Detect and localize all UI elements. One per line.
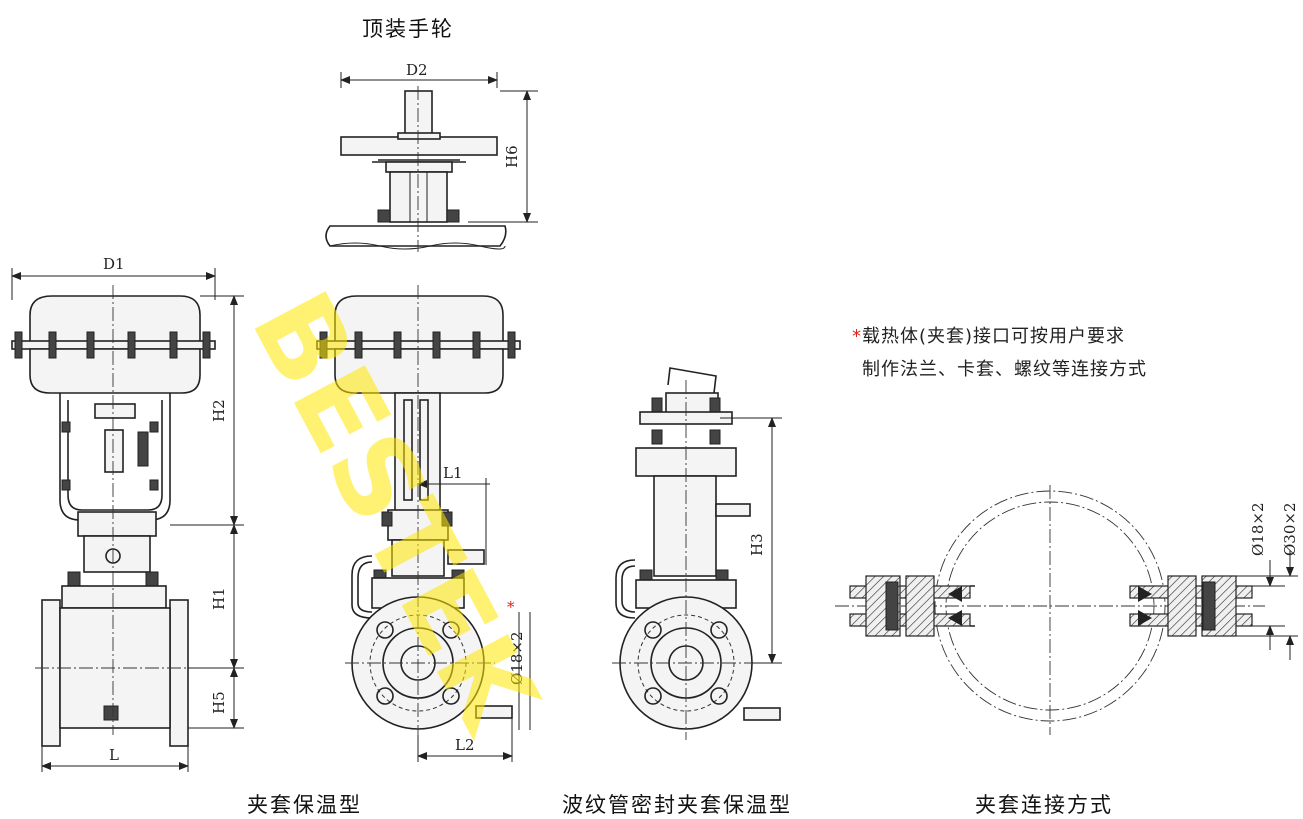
note-line2: 制作法兰、卡套、螺纹等连接方式 bbox=[862, 359, 1147, 380]
dim-d1: D1 bbox=[103, 255, 125, 273]
caption-top-handwheel: 顶装手轮 bbox=[362, 17, 454, 41]
dim-h5: H5 bbox=[210, 691, 228, 714]
dim-h2: H2 bbox=[210, 399, 228, 422]
dim-phi30: Ø30×2 bbox=[1281, 503, 1299, 557]
caption-jacket-connection: 夹套连接方式 bbox=[975, 793, 1113, 817]
svg-text:*载热体(夹套)接口可按用户要求: *载热体(夹套)接口可按用户要求 bbox=[852, 326, 1125, 347]
dim-d2: D2 bbox=[406, 61, 428, 79]
dim-phi18: Ø18×2 bbox=[508, 632, 526, 686]
caption-jacket-type: 夹套保温型 bbox=[247, 793, 362, 817]
side-view: H3 bbox=[612, 367, 782, 740]
dim-h3: H3 bbox=[748, 533, 766, 556]
dim-l1: L1 bbox=[443, 464, 463, 482]
dim-l: L bbox=[109, 746, 119, 764]
middle-bolts bbox=[319, 331, 516, 359]
connection-note: *载热体(夹套)接口可按用户要求 制作法兰、卡套、螺纹等连接方式 bbox=[852, 326, 1147, 380]
dim-phi18-b: Ø18×2 bbox=[1249, 503, 1267, 557]
top-handwheel-view: 顶装手轮 D2 H6 bbox=[325, 17, 538, 252]
dim-phi18-star: * bbox=[507, 598, 515, 616]
jacket-type-view: D1 bbox=[11, 255, 362, 817]
note-line1: 载热体(夹套)接口可按用户要求 bbox=[862, 326, 1125, 347]
left-bolts bbox=[14, 331, 211, 359]
dim-h6: H6 bbox=[503, 145, 521, 168]
bellows-jacket-view: L1 L2 Ø18×2 * 波纹管密封夹套保温型 bbox=[316, 285, 792, 817]
caption-bellows-jacket-type: 波纹管密封夹套保温型 bbox=[562, 793, 792, 817]
jacket-connection-view: Ø18×2 Ø30×2 夹套连接方式 bbox=[835, 485, 1299, 817]
note-star: * bbox=[852, 326, 862, 347]
dim-h1: H1 bbox=[210, 587, 228, 610]
dim-l2: L2 bbox=[455, 736, 475, 754]
